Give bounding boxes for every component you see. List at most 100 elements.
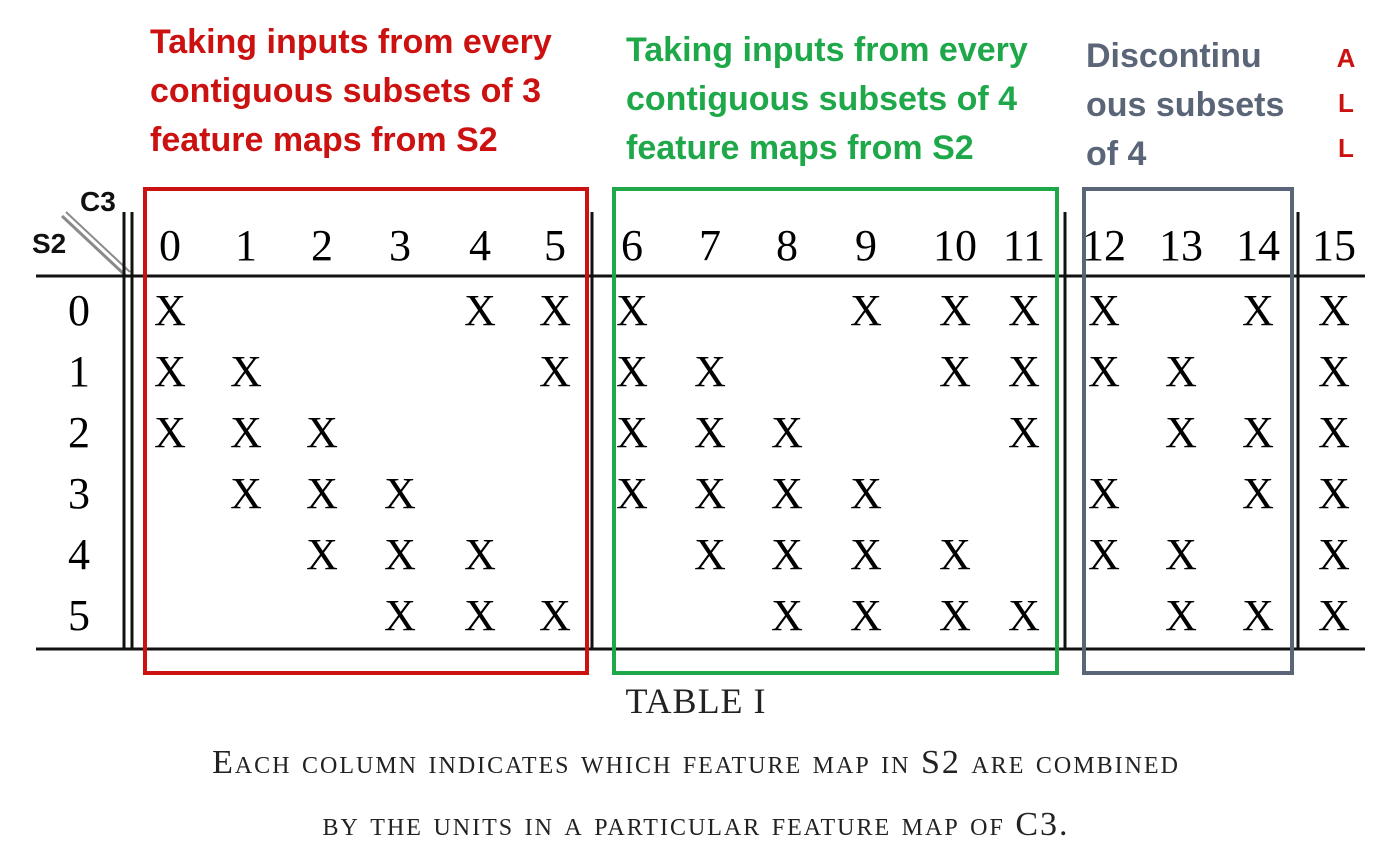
annotation-letter: A (1336, 43, 1356, 73)
connection-mark: X (771, 591, 803, 640)
annotation-discontinuous-4: Discontinu ous subsets of 4 (1086, 32, 1284, 179)
column-header: 12 (1082, 221, 1126, 270)
connection-mark: X (1008, 347, 1040, 396)
corner-label-s2: S2 (32, 228, 67, 259)
connection-mark: X (539, 347, 571, 396)
corner-diagonal-line (65, 211, 131, 273)
connection-mark: X (1318, 347, 1350, 396)
column-header: 0 (159, 221, 181, 270)
highlight-box-contiguous-4 (612, 187, 1059, 675)
row-label: 0 (68, 286, 90, 335)
connection-mark: X (771, 530, 803, 579)
connection-mark: X (850, 469, 882, 518)
connection-mark: X (771, 408, 803, 457)
connection-mark: X (850, 286, 882, 335)
connection-mark: X (1008, 591, 1040, 640)
corner-label-c3: C3 (80, 186, 116, 217)
connection-mark: X (1165, 530, 1197, 579)
column-header: 5 (544, 221, 566, 270)
connection-mark: X (464, 286, 496, 335)
connection-mark: X (539, 286, 571, 335)
connection-mark: X (616, 347, 648, 396)
column-header: 10 (933, 221, 977, 270)
connection-mark: X (939, 591, 971, 640)
column-header: 15 (1312, 221, 1356, 270)
connection-mark: X (1165, 347, 1197, 396)
connection-mark: X (306, 469, 338, 518)
annotation-line: Taking inputs from every (150, 23, 552, 61)
highlight-box-contiguous-3 (143, 187, 589, 675)
corner-diagonal-line (60, 214, 128, 278)
connection-mark: X (694, 347, 726, 396)
row-label: 2 (68, 408, 90, 457)
connection-mark: X (771, 469, 803, 518)
connection-mark: X (1242, 591, 1274, 640)
connection-mark: X (154, 408, 186, 457)
connection-mark: X (154, 286, 186, 335)
connection-mark: X (694, 408, 726, 457)
connection-mark: X (1088, 530, 1120, 579)
annotation-all: A L L (1330, 36, 1362, 171)
annotation-line: Discontinu (1086, 37, 1262, 75)
connection-mark: X (616, 408, 648, 457)
connection-mark: X (230, 408, 262, 457)
connection-mark: X (939, 286, 971, 335)
annotation-line: contiguous subsets of 3 (150, 72, 542, 110)
row-label: 4 (68, 530, 90, 579)
column-header: 7 (699, 221, 721, 270)
connection-mark: X (1318, 469, 1350, 518)
table-label: TABLE I (625, 681, 767, 721)
annotation-line: of 4 (1086, 135, 1147, 173)
connection-mark: X (464, 530, 496, 579)
connection-mark: X (1318, 408, 1350, 457)
connection-mark: X (230, 469, 262, 518)
annotation-line: Taking inputs from every (626, 31, 1028, 69)
connection-mark: X (1318, 591, 1350, 640)
caption-line-2: by the units in a particular feature map… (322, 806, 1070, 843)
column-header: 6 (621, 221, 643, 270)
connection-mark: X (850, 530, 882, 579)
connection-mark: X (616, 469, 648, 518)
annotation-line: contiguous subsets of 4 (626, 80, 1018, 118)
column-header: 11 (1002, 221, 1046, 270)
connection-mark: X (1088, 347, 1120, 396)
connection-mark: X (694, 530, 726, 579)
connection-mark: X (384, 469, 416, 518)
column-header: 2 (311, 221, 333, 270)
connection-mark: X (694, 469, 726, 518)
connection-mark: X (1088, 286, 1120, 335)
connection-mark: X (1165, 591, 1197, 640)
connection-mark: X (384, 530, 416, 579)
annotation-letter: L (1338, 88, 1354, 118)
connection-mark: X (306, 408, 338, 457)
connection-mark: X (616, 286, 648, 335)
connection-mark: X (939, 530, 971, 579)
connection-mark: X (230, 347, 262, 396)
connection-mark: X (1318, 530, 1350, 579)
annotation-contiguous-3: Taking inputs from every contiguous subs… (150, 18, 552, 165)
connection-mark: X (1318, 286, 1350, 335)
column-header: 13 (1159, 221, 1203, 270)
row-label: 3 (68, 469, 90, 518)
annotation-line: feature maps from S2 (150, 121, 498, 159)
annotation-line: ous subsets (1086, 86, 1285, 124)
connection-mark: X (1008, 286, 1040, 335)
connection-mark: X (1242, 408, 1274, 457)
annotation-letter: L (1338, 133, 1354, 163)
connection-mark: X (1242, 286, 1274, 335)
connection-mark: X (1165, 408, 1197, 457)
column-header: 14 (1236, 221, 1280, 270)
connection-mark: X (384, 591, 416, 640)
caption-line-1: Each column indicates which feature map … (212, 744, 1180, 781)
column-header: 9 (855, 221, 877, 270)
connection-mark: X (306, 530, 338, 579)
connection-mark: X (154, 347, 186, 396)
annotation-line: feature maps from S2 (626, 129, 974, 167)
column-header: 1 (235, 221, 257, 270)
column-header: 8 (776, 221, 798, 270)
column-header: 3 (389, 221, 411, 270)
connection-mark: X (1242, 469, 1274, 518)
row-label: 5 (68, 591, 90, 640)
row-label: 1 (68, 347, 90, 396)
connection-mark: X (1008, 408, 1040, 457)
